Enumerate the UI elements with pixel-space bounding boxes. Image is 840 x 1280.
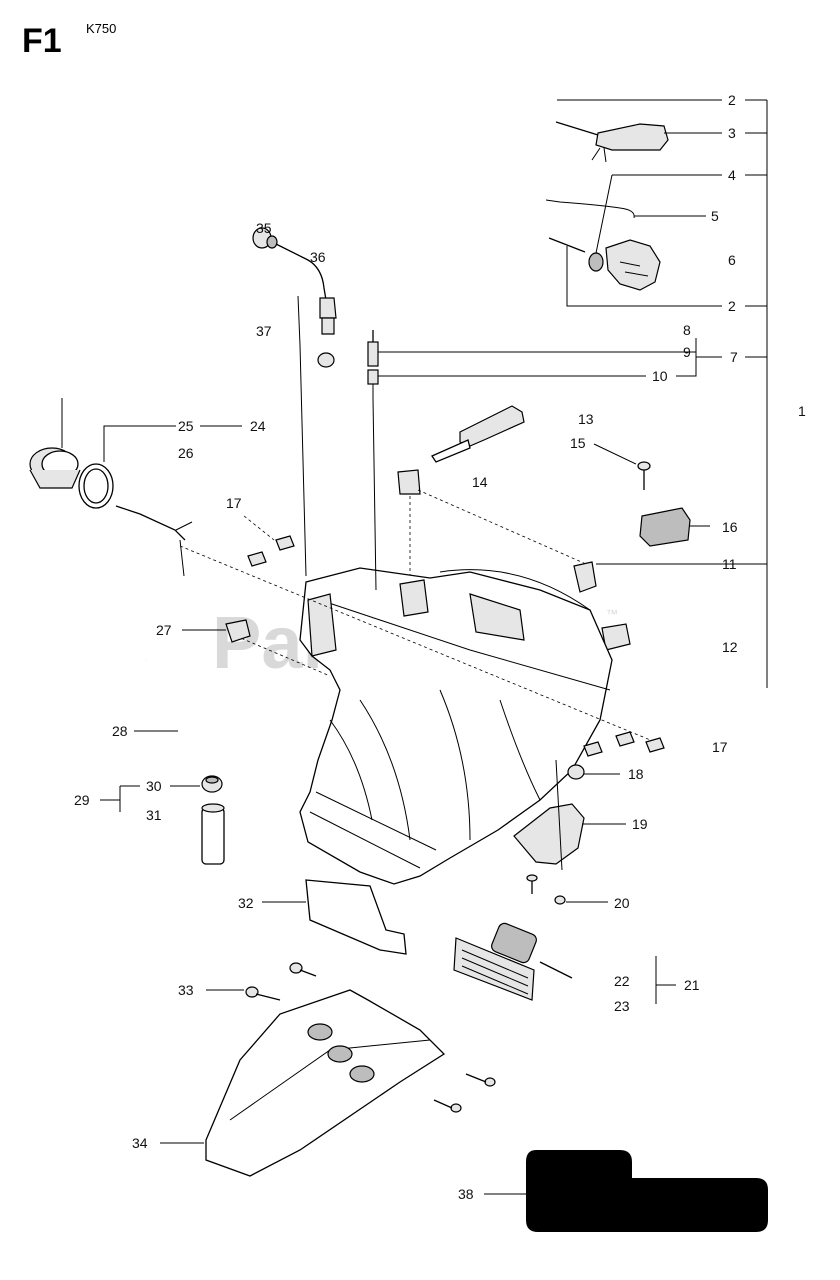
callout-17-upper: 17 [226,495,242,511]
callout-31: 31 [146,807,162,823]
callout-18: 18 [628,766,644,782]
callout-28: 28 [112,723,128,739]
filter-24-26 [29,398,242,577]
skid-plate-33-34 [160,962,496,1177]
callout-15: 15 [570,435,586,451]
callout-13: 13 [578,411,594,427]
model-label: K750 [86,21,116,36]
callout-19: 19 [632,816,648,832]
callout-21: 21 [684,977,700,993]
callout-7: 7 [730,349,738,365]
callout-32: 32 [238,895,254,911]
oil-pipe-35-37 [252,227,337,368]
callout-25: 25 [178,418,194,434]
callout-23: 23 [614,998,630,1014]
callout-5: 5 [711,208,719,224]
callout-36: 36 [310,249,326,265]
callout-6: 6 [728,252,736,268]
crankcase-body [179,344,665,885]
callout-1: 1 [798,403,806,419]
callout-30: 30 [146,778,162,794]
callout-38: 38 [458,1186,474,1202]
callout-24: 24 [250,418,266,434]
hose-28 [134,658,208,762]
callout-9: 9 [683,344,691,360]
parts-18-20 [513,759,626,905]
clip-11-12 [397,469,745,651]
damper-21-23 [453,922,676,1004]
callout-33: 33 [178,982,194,998]
callout-14: 14 [472,474,488,490]
callout-27: 27 [156,622,172,638]
callout-20: 20 [614,895,630,911]
callout-2-lower: 2 [728,298,736,314]
callout-2: 2 [728,92,736,108]
callout-22: 22 [614,973,630,989]
pin-set-7 [367,330,722,398]
callout-12: 12 [722,639,738,655]
callout-3: 3 [728,125,736,141]
callout-26: 26 [178,445,194,461]
callout-34: 34 [132,1135,148,1151]
part-27 [182,619,251,643]
plate-32 [262,879,407,955]
callout-17-lower: 17 [712,739,728,755]
assembly-bracket-1 [745,99,768,688]
callout-4: 4 [728,167,736,183]
callout-11: 11 [722,556,737,572]
callout-37: 37 [256,323,272,339]
switch-assembly-13-16: 13 14 [431,405,710,547]
section-title: F1 [22,22,62,60]
callout-16: 16 [722,519,738,535]
callout-29: 29 [74,792,90,808]
throttle-trigger-assembly [545,99,722,307]
watermark-tm: ™ [606,607,618,621]
callout-8: 8 [683,322,691,338]
part-38-block [484,1150,768,1232]
callout-10: 10 [652,368,668,384]
callout-35: 35 [256,220,272,236]
filter-29-31 [100,775,225,865]
